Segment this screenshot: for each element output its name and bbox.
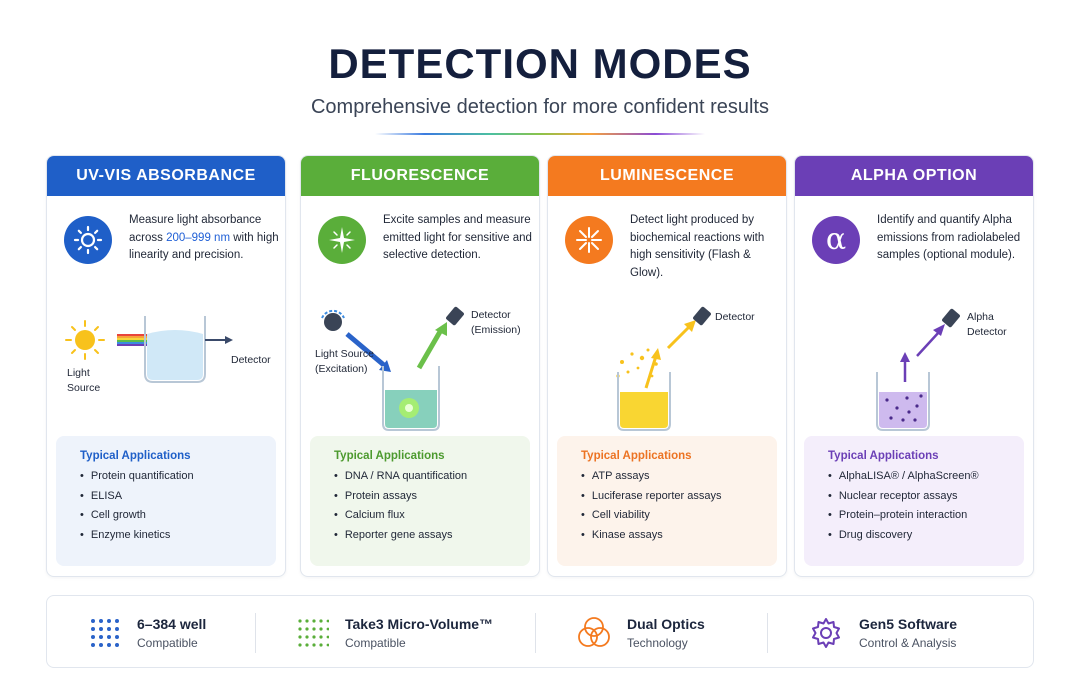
gear-icon [812,617,840,648]
list-item: Kinase assays [581,529,777,549]
feature-take3: Take3 Micro-Volume™ Compatible [297,596,493,669]
list-item: Nuclear receptor assays [828,490,1024,510]
list-item: Protein assays [334,490,530,510]
venn-icon [578,616,610,647]
divider [767,613,768,653]
feature-bar: 6–384 well Compatible Take3 Micro-Volume… [46,595,1034,668]
feature-dual-optics: Dual Optics Technology [577,596,705,669]
sun-icon [64,216,112,264]
card-header: UV-VIS ABSORBANCE [47,156,285,196]
label-light-source: Light Source (Excitation) [315,348,374,375]
list-item: Luciferase reporter assays [581,490,777,510]
list-item: Protein–protein interaction [828,509,1024,529]
list-item: Drug discovery [828,529,1024,549]
divider [255,613,256,653]
burst-icon [565,216,613,264]
list-item: DNA / RNA quantification [334,470,530,490]
list-item: AlphaLISA® / AlphaScreen® [828,470,1024,490]
feature-title: Gen5 Software [859,615,958,632]
card-uv-vis: UV-VIS ABSORBANCE Measure light absorban… [46,155,286,577]
detector-emission [446,306,464,326]
applications-title: Typical Applications [581,450,692,462]
feature-title: Take3 Micro-Volume™ [345,615,494,632]
list-item: Cell growth [80,509,276,529]
list-item: Protein quantification [80,470,276,490]
page-title: DETECTION MODES [328,40,752,87]
card-description: Excite samples and measure emitted light… [383,214,532,261]
alpha-detector [942,308,960,328]
feature-subtitle: Compatible [137,635,198,650]
feature-subtitle: Control & Analysis [859,635,957,650]
micro-plate-icon [298,618,329,647]
card-fluorescence: FLUORESCENCE Excite samples and measure … [300,155,540,577]
absorbance-illustration [65,316,233,383]
applications-title: Typical Applications [80,450,191,462]
applications-box: Typical Applications DNA / RNA quantific… [310,436,530,566]
alpha-particles [885,394,923,422]
list-item: ELISA [80,490,276,510]
luminescence-illustration [616,306,711,431]
label-detector: Detector (Emission) [471,309,521,336]
list-item: Enzyme kinetics [80,529,276,549]
feature-title: Dual Optics [627,615,705,632]
card-description: Identify and quantify Alpha emissions fr… [877,214,1021,261]
card-description: Measure light absorbance across 200–999 … [129,214,279,261]
list-item: ATP assays [581,470,777,490]
feature-title: 6–384 well [137,615,207,632]
card-alpha: ALPHA OPTION α Identify and quantify Alp… [794,155,1034,577]
label-detector: Detector [231,354,271,366]
list-item: Calcium flux [334,509,530,529]
card-luminescence: LUMINESCENCE Detect light produced by bi… [547,155,787,577]
label-detector: Detector [715,311,755,323]
feature-well-plate: 6–384 well Compatible [89,596,206,669]
applications-box: Typical Applications ATP assays Lucifera… [557,436,777,566]
divider [535,613,536,653]
light-source-lamp [321,309,345,331]
applications-box: Typical Applications AlphaLISA® / AlphaS… [804,436,1024,566]
list-item: Cell viability [581,509,777,529]
feature-gen5: Gen5 Software Control & Analysis [809,596,957,669]
fluorescence-illustration [321,306,464,431]
card-header: LUMINESCENCE [548,156,786,196]
applications-box: Typical Applications Protein quantificat… [56,436,276,566]
list-item: Reporter gene assays [334,529,530,549]
detector [693,306,711,326]
applications-title: Typical Applications [334,450,445,462]
sparkle-icon [318,216,366,264]
card-header: FLUORESCENCE [301,156,539,196]
feature-subtitle: Technology [627,635,688,650]
card-description: Detect light produced by biochemical rea… [630,214,765,279]
applications-title: Typical Applications [828,450,939,462]
light-source-sun [65,320,105,360]
card-header: ALPHA OPTION [795,156,1033,196]
label-detector: Alpha Detector [967,311,1007,338]
well-plate-icon [91,618,119,647]
page-subtitle: Comprehensive detection for more confide… [310,96,769,118]
feature-subtitle: Compatible [345,635,406,650]
alpha-illustration [876,308,960,431]
label-light-source: Light Source [67,367,101,394]
rainbow-divider [375,133,705,135]
alpha-icon: α [812,216,860,264]
